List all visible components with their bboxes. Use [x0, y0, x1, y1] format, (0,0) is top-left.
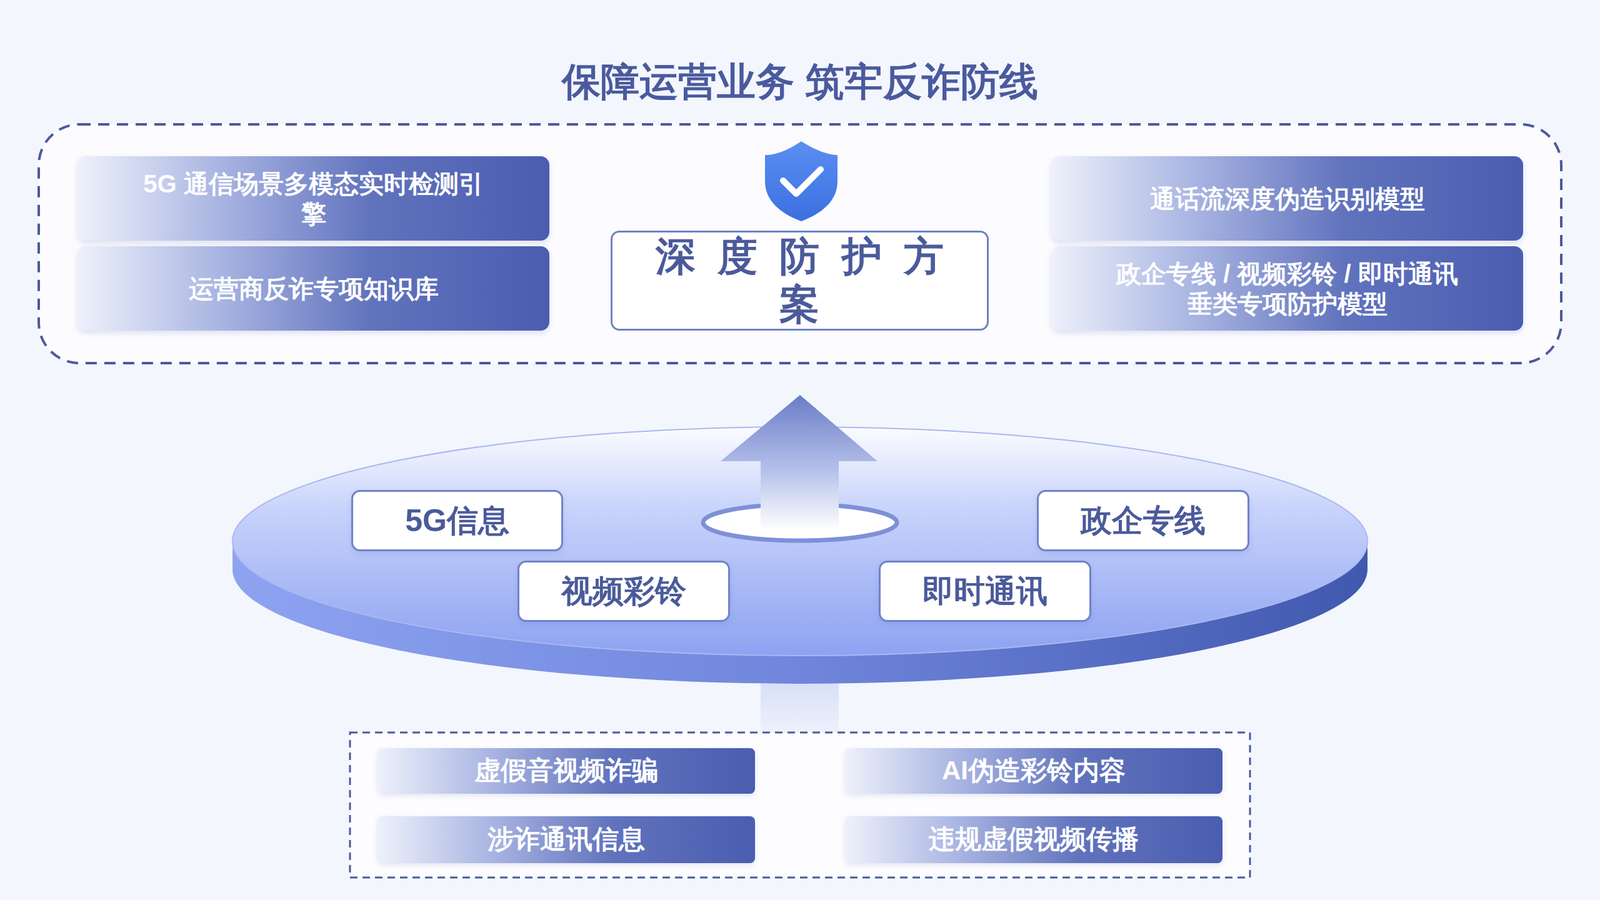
- diagram-title: 保障运营业务 筑牢反诈防线: [0, 58, 1600, 105]
- feature-band: 运营商反诈专项知识库: [77, 246, 550, 331]
- core-box: 深度防护方案: [610, 230, 989, 331]
- node-label: 即时通讯: [922, 572, 1048, 610]
- service-chip: 视频彩铃: [517, 560, 730, 622]
- node-label: 政企专线 / 视频彩铃 / 即时通讯 垂类专项防护模型: [1106, 258, 1469, 319]
- node-label: 运营商反诈专项知识库: [188, 273, 439, 304]
- dashed-frame: [38, 124, 1562, 364]
- node-label: 5G 通信场景多模态实时检测引擎: [132, 168, 495, 229]
- shield-body: [765, 141, 838, 222]
- node-label: 虚假音视频诈骗: [474, 755, 659, 787]
- node-label: AI伪造彩铃内容: [941, 755, 1126, 787]
- service-chip: 5G信息: [351, 490, 564, 552]
- feature-band: 5G 通信场景多模态实时检测引擎: [77, 156, 550, 241]
- node-label: 深度防护方案: [612, 232, 987, 329]
- risk-band: 违规虚假视频传播: [845, 816, 1223, 864]
- feature-band: 通话流深度伪造识别模型: [1051, 156, 1524, 241]
- node-label: 涉诈通讯信息: [487, 823, 645, 855]
- risk-band: 涉诈通讯信息: [377, 816, 755, 864]
- node-label: 5G信息: [405, 501, 510, 540]
- node-label: 视频彩铃: [561, 572, 687, 610]
- risk-band: 虚假音视频诈骗: [377, 748, 755, 794]
- node-label: 通话流深度伪造识别模型: [1150, 183, 1425, 214]
- service-chip: 政企专线: [1036, 490, 1250, 552]
- node-label: 违规虚假视频传播: [928, 823, 1139, 855]
- node-label: 政企专线: [1080, 501, 1206, 540]
- check-mark: [783, 169, 821, 194]
- service-chip: 即时通讯: [878, 560, 1092, 622]
- flow-bar: [760, 683, 839, 733]
- risk-band: AI伪造彩铃内容: [845, 748, 1223, 794]
- shield-icon: [765, 141, 838, 222]
- up-arrow: [720, 395, 878, 531]
- dashed-frame: [350, 732, 1250, 878]
- feature-band: 政企专线 / 视频彩铃 / 即时通讯 垂类专项防护模型: [1051, 246, 1524, 331]
